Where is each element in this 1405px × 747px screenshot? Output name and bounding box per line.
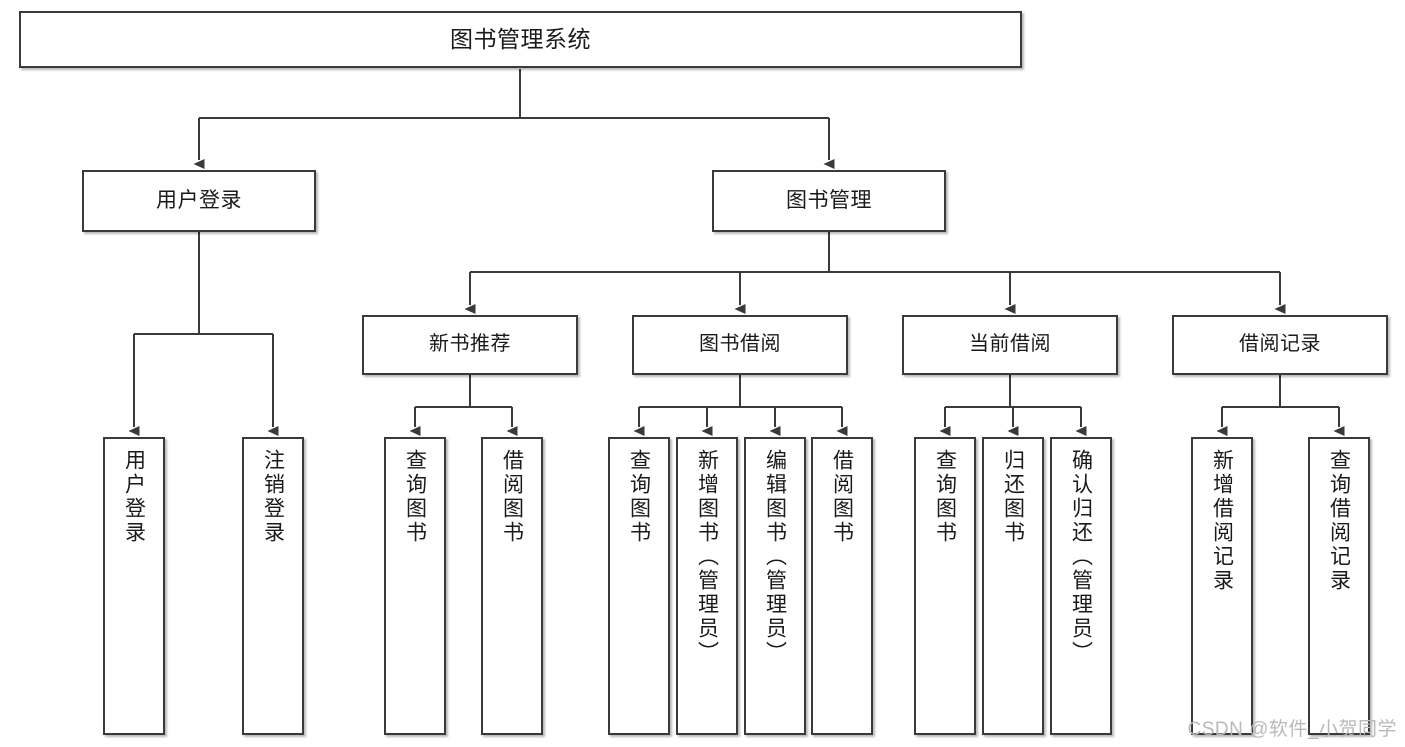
leaf-query-book-current-label: 查询图书 bbox=[933, 449, 957, 545]
leaf-return-book[interactable]: 归还图书 bbox=[982, 437, 1044, 735]
node-user-login-label: 用户登录 bbox=[156, 188, 242, 212]
leaf-query-book-recommend-label: 查询图书 bbox=[403, 449, 427, 545]
leaf-query-book-recommend[interactable]: 查询图书 bbox=[384, 437, 446, 735]
leaf-query-book-borrow-label: 查询图书 bbox=[627, 449, 651, 545]
node-user-login[interactable]: 用户登录 bbox=[82, 170, 316, 232]
leaf-edit-book[interactable]: 编辑图书（管理员） bbox=[744, 437, 806, 735]
node-book-manage[interactable]: 图书管理 bbox=[712, 170, 946, 232]
node-book-borrow[interactable]: 图书借阅 bbox=[632, 315, 848, 375]
leaf-confirm-return-label: 确认归还（管理员） bbox=[1069, 449, 1093, 665]
node-new-book-recommend-label: 新书推荐 bbox=[429, 333, 511, 356]
leaf-return-book-label: 归还图书 bbox=[1001, 449, 1025, 545]
node-borrow-record-label: 借阅记录 bbox=[1239, 333, 1321, 356]
leaf-confirm-return[interactable]: 确认归还（管理员） bbox=[1050, 437, 1112, 735]
node-current-borrow-label: 当前借阅 bbox=[969, 333, 1051, 356]
leaf-add-borrow-record-label: 新增借阅记录 bbox=[1210, 449, 1234, 593]
leaf-user-login[interactable]: 用户登录 bbox=[103, 437, 165, 735]
node-root-system-label: 图书管理系统 bbox=[450, 25, 591, 52]
leaf-add-book[interactable]: 新增图书（管理员） bbox=[676, 437, 738, 735]
leaf-logout-label: 注销登录 bbox=[261, 449, 285, 545]
leaf-edit-book-label: 编辑图书（管理员） bbox=[763, 449, 787, 665]
node-current-borrow[interactable]: 当前借阅 bbox=[902, 315, 1118, 375]
node-root-system[interactable]: 图书管理系统 bbox=[19, 11, 1022, 68]
leaf-borrow-book-recommend-label: 借阅图书 bbox=[500, 449, 524, 545]
node-borrow-record[interactable]: 借阅记录 bbox=[1172, 315, 1388, 375]
leaf-query-book-borrow[interactable]: 查询图书 bbox=[608, 437, 670, 735]
leaf-add-borrow-record[interactable]: 新增借阅记录 bbox=[1191, 437, 1253, 735]
node-new-book-recommend[interactable]: 新书推荐 bbox=[362, 315, 578, 375]
leaf-query-borrow-record[interactable]: 查询借阅记录 bbox=[1308, 437, 1370, 735]
node-book-borrow-label: 图书借阅 bbox=[699, 333, 781, 356]
leaf-logout[interactable]: 注销登录 bbox=[242, 437, 304, 735]
node-book-manage-label: 图书管理 bbox=[786, 188, 872, 212]
leaf-borrow-book-label: 借阅图书 bbox=[830, 449, 854, 545]
leaf-borrow-book[interactable]: 借阅图书 bbox=[811, 437, 873, 735]
leaf-borrow-book-recommend[interactable]: 借阅图书 bbox=[481, 437, 543, 735]
leaf-add-book-label: 新增图书（管理员） bbox=[695, 449, 719, 665]
leaf-user-login-label: 用户登录 bbox=[122, 449, 146, 545]
leaf-query-book-current[interactable]: 查询图书 bbox=[914, 437, 976, 735]
leaf-query-borrow-record-label: 查询借阅记录 bbox=[1327, 449, 1351, 593]
